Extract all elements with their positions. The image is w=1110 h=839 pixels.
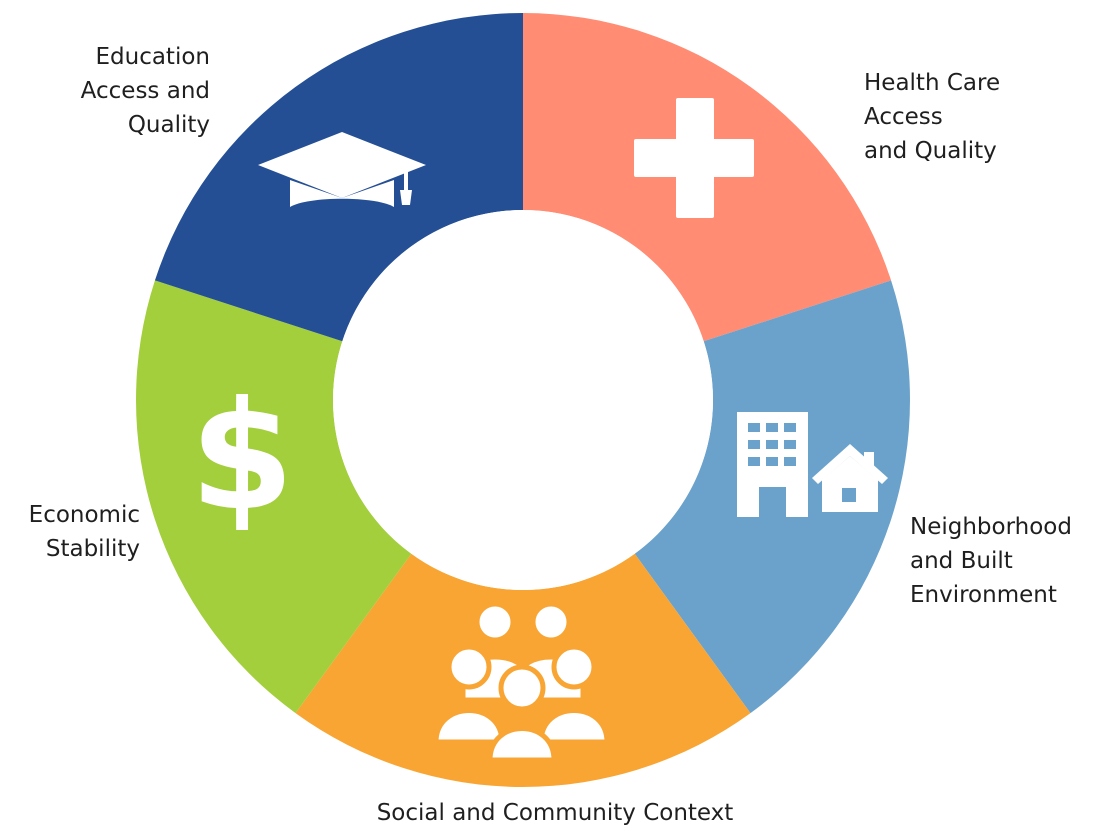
label-neighborhood: Neighborhood and Built Environment [910, 514, 1072, 608]
label-economic: Economic Stability [28, 502, 140, 562]
center-hole [333, 210, 713, 590]
segment-economic [136, 280, 412, 714]
label-education: Education Access and Quality [80, 44, 210, 138]
segment-neighborhood [634, 280, 910, 714]
label-health: Health Care Access and Quality [864, 70, 1001, 164]
medical-cross-icon [634, 98, 754, 218]
people-group-icon [433, 601, 610, 763]
svg-text:$: $ [190, 370, 294, 544]
dollar-sign-icon: $ [190, 370, 294, 544]
graduation-cap-icon [258, 132, 426, 207]
building-and-house-icon [737, 412, 888, 517]
label-social: Social and Community Context [376, 800, 734, 826]
